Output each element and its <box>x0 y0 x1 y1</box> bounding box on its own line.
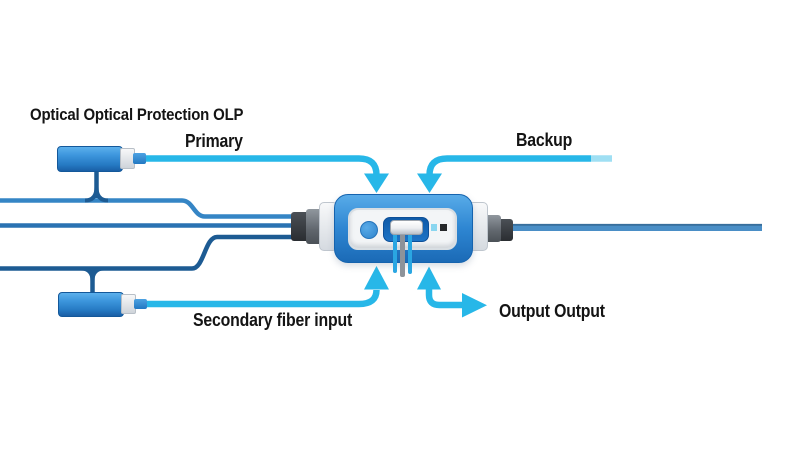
backup-arrowhead-icon <box>417 173 442 193</box>
device-led-indicator <box>360 221 378 239</box>
primary-arrowhead-icon <box>364 173 389 193</box>
output-arrow-curve <box>425 288 462 309</box>
device-left-sleeve <box>306 209 323 244</box>
device-left-plug <box>291 212 309 241</box>
primary-arrow-line <box>146 155 380 176</box>
output-up-arrowhead-icon <box>417 266 441 290</box>
switch-wire-cyan-right <box>408 233 412 274</box>
top-transceiver <box>57 146 123 172</box>
switch-wire-cyan-left <box>393 233 397 273</box>
output-label: Output Output <box>499 301 605 321</box>
fiber-line-upper <box>0 198 298 219</box>
backup-label: Backup <box>516 130 573 150</box>
device-switch-knob <box>390 220 423 235</box>
diagram-title: Optical Optical Protection OLP <box>30 105 244 124</box>
output-right-arrowhead-icon <box>462 293 487 318</box>
device-status-square-black <box>440 224 447 231</box>
device-status-square-cyan <box>431 224 437 231</box>
top-transceiver-tip <box>133 153 146 164</box>
secondary-arrow-line <box>147 289 380 308</box>
device-right-sleeve <box>484 215 501 242</box>
secondary-arrowhead-icon <box>364 266 389 290</box>
bottom-transceiver <box>58 292 124 317</box>
top-junction-flare-right <box>94 186 109 203</box>
switch-wire-gray <box>400 233 405 277</box>
bottom-junction-flare-right <box>90 266 105 282</box>
primary-label: Primary <box>185 131 243 151</box>
device-right-plug <box>498 219 513 241</box>
backup-arrow-line <box>426 155 591 176</box>
bottom-transceiver-tip <box>134 299 147 309</box>
fiber-line-lower <box>0 234 298 271</box>
secondary-input-label: Secondary fiber input <box>193 310 353 330</box>
